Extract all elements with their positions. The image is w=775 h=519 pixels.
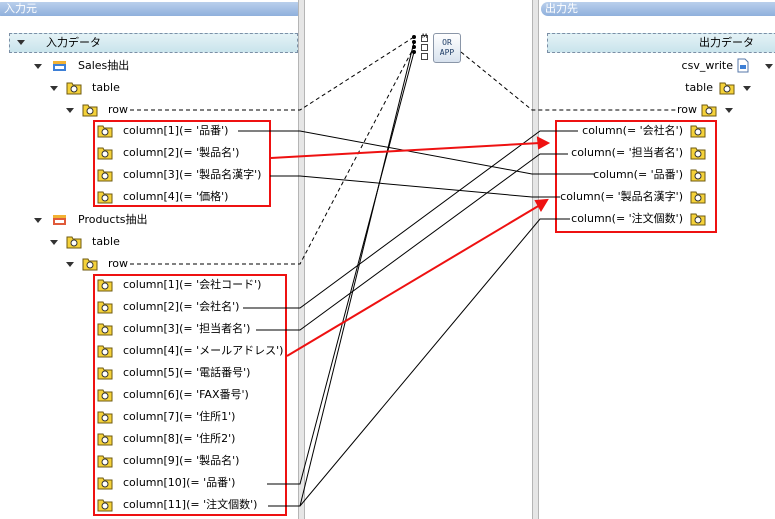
column-icon (97, 499, 113, 512)
expand-arrow-icon[interactable] (50, 240, 58, 245)
csv-file-icon (737, 58, 749, 73)
target-column-row[interactable]: column(= '担当者名') (539, 143, 775, 163)
target-pane-scrollbar[interactable] (532, 0, 539, 519)
column-icon (97, 433, 113, 446)
tree-node-target-row[interactable]: row (539, 100, 775, 120)
column-icon (690, 213, 706, 226)
column-label: column[3](= '製品名漢字') (123, 168, 262, 181)
column-icon (97, 301, 113, 314)
tree-node-label: row (108, 257, 129, 270)
column-label: column[1](= '品番') (123, 124, 229, 137)
column-icon (97, 367, 113, 380)
mapping-line-func-in (299, 41, 415, 507)
column-icon (97, 477, 113, 490)
tree-node-label: Products抽出 (78, 213, 148, 226)
expand-arrow-icon[interactable] (743, 86, 751, 91)
function-port[interactable] (421, 44, 428, 51)
target-panel-title: 出力先 (541, 2, 775, 16)
column-label: column(= '会社名') (582, 124, 683, 137)
target-data-header-label: 出力データ (699, 36, 754, 49)
database-extract-icon (53, 215, 66, 225)
expand-arrow-icon[interactable] (765, 64, 773, 69)
database-extract-icon (53, 61, 66, 71)
expand-arrow-icon[interactable] (34, 64, 42, 69)
column-icon (690, 191, 706, 204)
row-icon (82, 104, 98, 117)
expand-arrow-icon[interactable] (17, 40, 25, 45)
column-icon (97, 147, 113, 160)
tree-node-csv-write[interactable]: csv_write (539, 56, 775, 76)
table-icon (66, 82, 82, 95)
column-icon (690, 125, 706, 138)
expand-arrow-icon[interactable] (50, 86, 58, 91)
source-data-header-label: 入力データ (46, 36, 101, 49)
column-label: column[10](= '品番') (123, 476, 236, 489)
tree-node-label: row (676, 103, 697, 116)
source-data-header[interactable]: 入力データ (9, 33, 298, 53)
column-icon (97, 279, 113, 292)
tree-node-label: csv_write (681, 59, 733, 72)
expand-arrow-icon[interactable] (66, 108, 74, 113)
column-icon (97, 191, 113, 204)
column-icon (97, 411, 113, 424)
tree-node-label: table (92, 235, 120, 248)
target-column-row[interactable]: column(= '会社名') (539, 121, 775, 141)
tree-node-label: Sales抽出 (78, 59, 130, 72)
column-label: column[3](= '担当者名') (123, 322, 251, 335)
function-port[interactable] (421, 53, 428, 60)
column-icon (97, 169, 113, 182)
tree-node-label: table (685, 81, 713, 94)
table-icon (66, 236, 82, 249)
source-pane-scrollbar[interactable] (298, 0, 305, 519)
annotation-arrow-sales (270, 142, 541, 159)
column-icon (690, 169, 706, 182)
tree-node-label: row (108, 103, 129, 116)
column-label: column[4](= '価格') (123, 190, 229, 203)
column-label: column[9](= '製品名') (123, 454, 240, 467)
row-icon (82, 258, 98, 271)
column-icon (97, 345, 113, 358)
or-append-function-box[interactable]: OR APP (433, 33, 461, 63)
column-label: column[2](= '会社名') (123, 300, 240, 313)
expand-arrow-icon[interactable] (725, 108, 733, 113)
expand-arrow-icon[interactable] (66, 262, 74, 267)
target-pane: 出力先 出力データ csv_write table row column(= '… (539, 0, 775, 519)
function-label-app: APP (439, 48, 455, 57)
tree-node-label: table (92, 81, 120, 94)
column-label: column[8](= '住所2') (123, 432, 236, 445)
column-label: column[7](= '住所1') (123, 410, 236, 423)
target-column-row[interactable]: column(= '注文個数') (539, 209, 775, 229)
target-data-header[interactable]: 出力データ (547, 33, 775, 53)
row-icon (701, 104, 717, 117)
annotation-arrow-products (286, 204, 541, 357)
expand-arrow-icon[interactable] (34, 218, 42, 223)
column-label: column(= '担当者名') (571, 146, 683, 159)
target-column-row[interactable]: column(= '品番') (539, 165, 775, 185)
tree-node-target-table[interactable]: table (539, 78, 775, 98)
source-pane: 入力元 入力データ Sales抽出 table row column[1](= … (0, 0, 298, 519)
column-label: column[1](= '会社コード') (123, 278, 262, 291)
column-label: column[5](= '電話番号') (123, 366, 251, 379)
table-icon (719, 82, 735, 95)
column-label: column(= '注文個数') (571, 212, 683, 225)
target-column-row[interactable]: column(= '製品名漢字') (539, 187, 775, 207)
column-icon (97, 125, 113, 138)
source-panel-title: 入力元 (0, 2, 298, 16)
column-icon (690, 147, 706, 160)
column-icon (97, 389, 113, 402)
function-label-or: OR (442, 38, 452, 47)
column-label: column[4](= 'メールアドレス') (123, 344, 284, 357)
column-label: column(= '品番') (593, 168, 683, 181)
column-label: column[2](= '製品名') (123, 146, 240, 159)
column-label: column[11](= '注文個数') (123, 498, 258, 511)
function-port-m[interactable]: M (421, 33, 428, 42)
column-icon (97, 323, 113, 336)
column-icon (97, 455, 113, 468)
column-label: column[6](= 'FAX番号') (123, 388, 249, 401)
column-label: column(= '製品名漢字') (560, 190, 683, 203)
mapping-line-seihinmei-kanji (270, 175, 560, 198)
mapping-line-chuumon (268, 218, 570, 507)
